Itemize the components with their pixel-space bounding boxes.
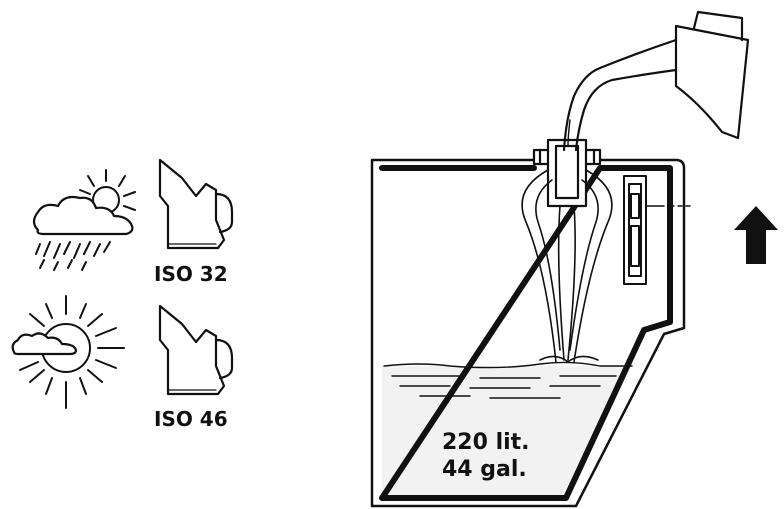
filler-neck (532, 138, 602, 208)
sun-cloud-icon (11, 295, 125, 409)
oil-grade-sun-label: ISO 46 (154, 407, 228, 431)
cloud-rain-sun-icon (32, 169, 136, 271)
oil-stream (521, 169, 613, 363)
oil-jug-icon (158, 158, 234, 250)
up-arrow-icon (734, 206, 778, 264)
hydraulic-tank (370, 158, 686, 508)
oil-grade-rain-label: ISO 32 (154, 262, 228, 286)
tank-volume-metric-label: 220 lit. (442, 430, 530, 455)
sight-glass (623, 175, 665, 285)
oil-jug-icon (158, 304, 234, 396)
tank-volume-imperial-label: 44 gal. (442, 457, 527, 482)
pouring-jug-icon (562, 10, 750, 152)
